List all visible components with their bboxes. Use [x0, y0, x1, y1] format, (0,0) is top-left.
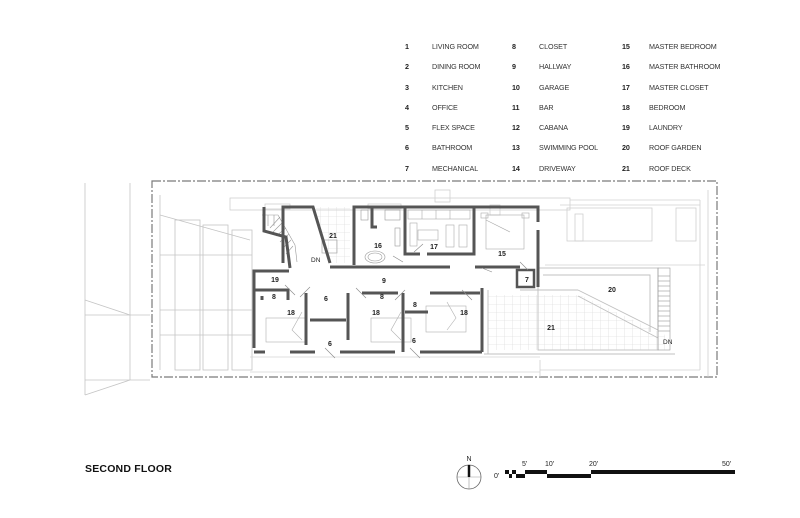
bedroom-beds: [265, 301, 467, 343]
east-stair: [657, 267, 671, 351]
svg-text:5': 5': [522, 461, 527, 468]
door-swings: [284, 243, 529, 359]
drawing-title: SECOND FLOOR: [85, 463, 172, 475]
room-label-20: 20: [608, 287, 616, 294]
room-labels: 21 16 17 15 9 19 7 8 6 18 6 8 18 8 6 18 …: [271, 233, 673, 348]
svg-text:50': 50': [722, 461, 731, 468]
stair-down-label: DN: [311, 257, 321, 264]
room-label-7: 7: [525, 277, 529, 284]
scale-bar: 0' 5' 10' 20' 50': [494, 461, 735, 480]
context-lines: [84, 183, 253, 396]
room-label-6: 6: [412, 338, 416, 345]
room-label-18: 18: [372, 310, 380, 317]
roof-deck-north: [316, 207, 350, 263]
roof-deck-south: [488, 295, 665, 350]
room-label-8: 8: [413, 302, 417, 309]
south-context: [250, 356, 540, 373]
room-label-8: 8: [380, 294, 384, 301]
room-label-6: 6: [324, 296, 328, 303]
svg-text:0': 0': [494, 473, 499, 480]
property-line: [151, 180, 718, 378]
room-label-17: 17: [430, 244, 438, 251]
room-label-19: 19: [271, 277, 279, 284]
room-label-6: 6: [328, 341, 332, 348]
room-label-15: 15: [498, 251, 506, 258]
closet-fixtures: [407, 209, 471, 248]
room-label-18: 18: [287, 310, 295, 317]
room-label-21: 21: [329, 233, 337, 240]
svg-text:20': 20': [589, 461, 598, 468]
room-label-16: 16: [374, 243, 382, 250]
west-stair: [262, 214, 298, 263]
room-label-21: 21: [547, 325, 555, 332]
walls: [252, 205, 540, 354]
bath-fixtures: [360, 209, 401, 264]
planter: [321, 239, 338, 254]
svg-text:10': 10': [545, 461, 554, 468]
room-label-9: 9: [382, 278, 386, 285]
room-label-8: 8: [272, 294, 276, 301]
stair-down-label: DN: [663, 339, 673, 346]
svg-text:N: N: [466, 456, 471, 463]
north-arrow-icon: N: [456, 456, 482, 490]
master-bed: [480, 212, 530, 250]
room-label-18: 18: [460, 310, 468, 317]
